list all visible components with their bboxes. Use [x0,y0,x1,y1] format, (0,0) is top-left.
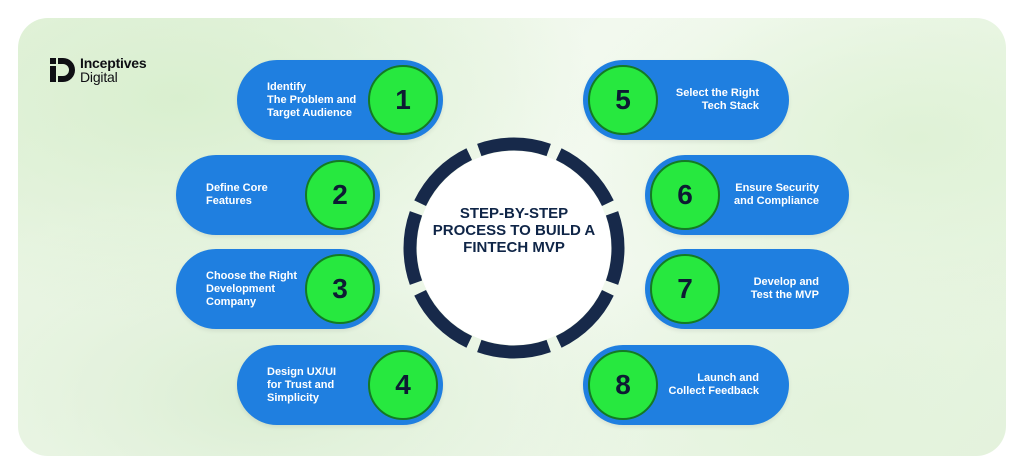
center-title: STEP-BY-STEP PROCESS TO BUILD A FINTECH … [432,205,596,256]
step-7: 7 Develop and Test the MVP [645,249,849,329]
step-8-number-badge: 8 [588,350,658,420]
step-8-label: Launch and Collect Feedback [668,372,759,397]
step-5: 5 Select the Right Tech Stack [583,60,789,140]
ring-segment [414,148,473,207]
step-4: Design UX/UI for Trust and Simplicity 4 [237,345,443,425]
step-8: 8 Launch and Collect Feedback [583,345,789,425]
step-4-number-badge: 4 [368,350,438,420]
brand-name-line1: Inceptives [80,55,147,71]
brand-logo: Inceptives Digital [48,54,158,86]
step-5-number-badge: 5 [588,65,658,135]
ring-segment [477,339,551,359]
brand-name-line2: Digital [80,69,118,85]
ring-segment [605,211,625,285]
step-1: Identify The Problem and Target Audience… [237,60,443,140]
step-7-number-badge: 7 [650,254,720,324]
step-5-label: Select the Right Tech Stack [675,87,759,112]
ring-segment [477,137,551,157]
logo-mark-icon [50,58,75,82]
step-6-label: Ensure Security and Compliance [734,182,819,207]
ring-segment [555,148,614,207]
step-1-number-badge: 1 [368,65,438,135]
ring-segment [403,211,423,285]
step-2-number-badge: 2 [305,160,375,230]
step-2-label: Define Core Features [206,182,268,207]
ring-segment [555,289,614,348]
center-ring [403,137,625,359]
ring-inner-disc [417,151,611,345]
step-6: 6 Ensure Security and Compliance [645,155,849,235]
step-3: Choose the Right Development Company 3 [176,249,380,329]
step-3-number-badge: 3 [305,254,375,324]
step-6-number-badge: 6 [650,160,720,230]
step-3-label: Choose the Right Development Company [206,269,298,308]
ring-segment [414,289,473,348]
step-1-label: Identify The Problem and Target Audience [267,80,357,119]
step-2: Define Core Features 2 [176,155,380,235]
step-7-label: Develop and Test the MVP [750,276,819,301]
step-4-label: Design UX/UI for Trust and Simplicity [267,365,337,404]
